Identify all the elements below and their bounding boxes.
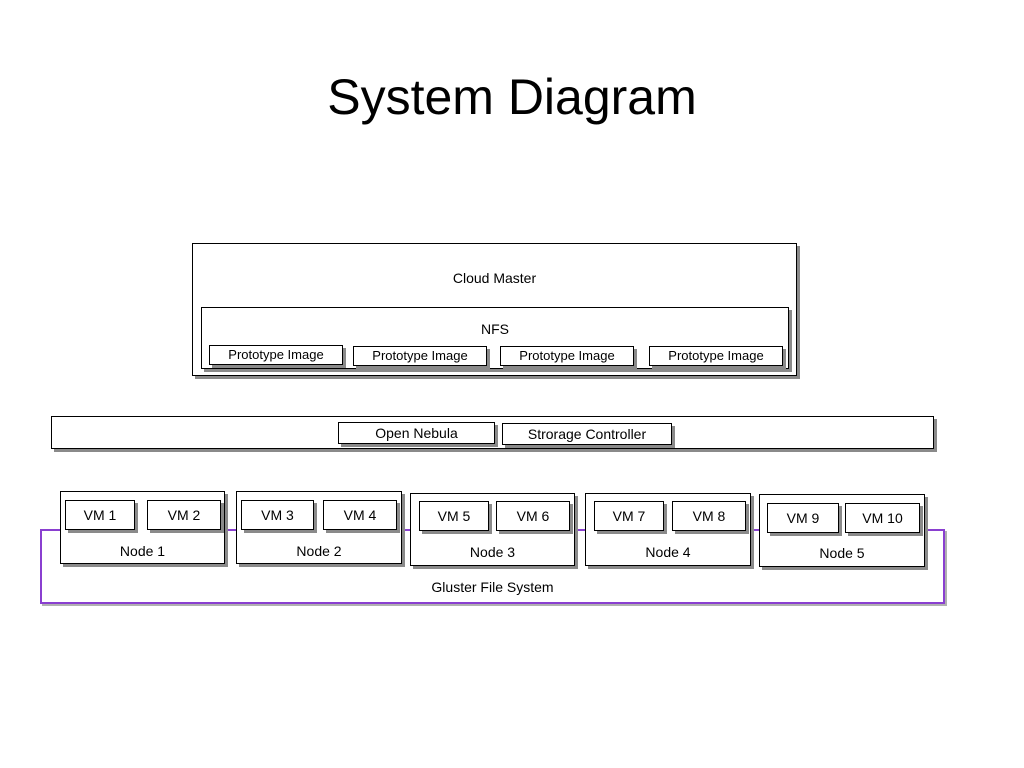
prototype-image-label: Prototype Image [372,348,468,363]
vm-label: VM 7 [612,508,646,524]
open-nebula-label: Open Nebula [375,425,458,441]
vm-label: VM 3 [261,507,294,523]
gluster-label: Gluster File System [431,579,554,595]
vm-label: VM 1 [83,507,117,523]
vm-label: VM 4 [343,507,377,523]
vm-box: VM 5 [419,501,489,531]
controller-bar: Open Nebula Strorage Controller [51,416,934,449]
prototype-image-box: Prototype Image [649,346,783,366]
open-nebula-box: Open Nebula [338,422,495,444]
page-title: System Diagram [327,69,697,125]
node-box: VM 3 VM 4 Node 2 [236,491,402,564]
vm-label: VM 9 [786,510,820,526]
vm-label: VM 2 [167,507,201,523]
node-label: Node 2 [296,543,342,559]
cloud-master-box: Cloud Master NFS Prototype Image Prototy… [192,243,797,376]
vm-box: VM 3 [241,500,314,530]
vm-box: VM 9 [767,503,839,533]
vm-label: VM 10 [862,510,903,526]
node-label: Node 3 [469,544,516,560]
node-box: VM 5 VM 6 Node 3 [410,493,575,566]
prototype-image-label: Prototype Image [228,347,324,362]
prototype-image-box: Prototype Image [209,345,343,365]
prototype-image-label: Prototype Image [519,348,615,363]
vm-box: VM 4 [323,500,397,530]
prototype-image-box: Prototype Image [353,346,487,366]
vm-box: VM 8 [672,501,746,531]
vm-box: VM 10 [845,503,920,533]
node-box: VM 1 VM 2 Node 1 [60,491,225,564]
storage-controller-label: Strorage Controller [527,426,647,442]
node-label: Node 4 [645,544,691,560]
node-box: VM 7 VM 8 Node 4 [585,493,751,566]
node-box: VM 9 VM 10 Node 5 [759,494,925,567]
nfs-label: NFS [481,321,509,337]
vm-box: VM 6 [496,501,570,531]
vm-box: VM 1 [65,500,135,530]
cloud-master-label: Cloud Master [452,270,537,286]
storage-controller-box: Strorage Controller [502,423,672,445]
vm-label: VM 5 [437,508,471,524]
vm-label: VM 8 [692,508,726,524]
node-label: Node 1 [119,543,166,559]
node-label: Node 5 [819,545,865,561]
nfs-box: NFS Prototype Image Prototype Image Prot… [201,307,789,369]
prototype-image-label: Prototype Image [668,348,764,363]
vm-box: VM 7 [594,501,664,531]
vm-box: VM 2 [147,500,221,530]
vm-label: VM 6 [516,508,550,524]
prototype-image-box: Prototype Image [500,346,634,366]
